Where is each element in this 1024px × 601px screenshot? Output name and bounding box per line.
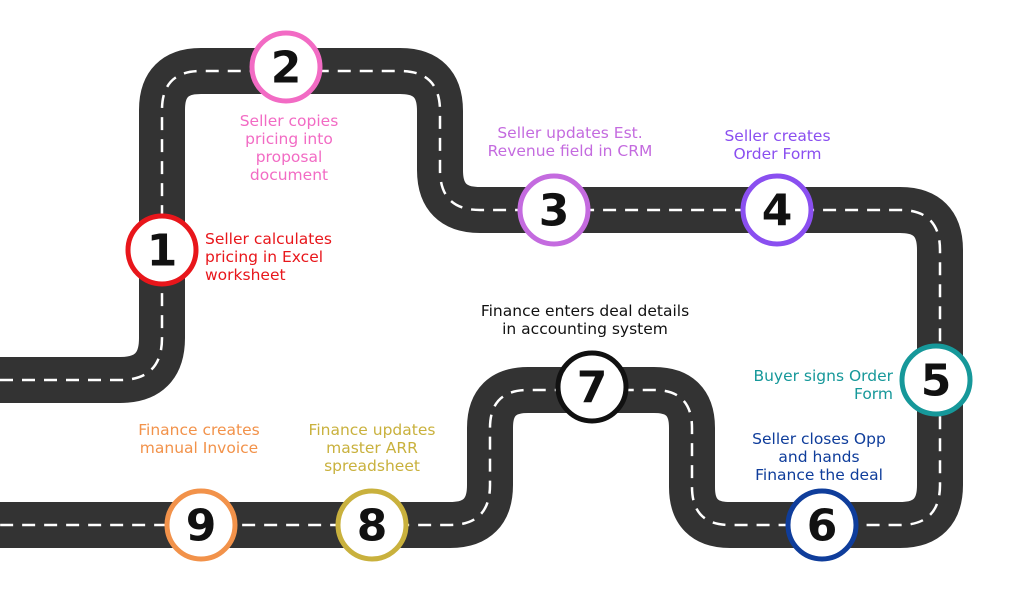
- step-number: 4: [762, 186, 793, 237]
- step-8-label: Finance updates master ARR spreadsheet: [308, 421, 436, 475]
- step-number: 1: [147, 226, 178, 277]
- step-number: 3: [539, 186, 570, 237]
- step-marker-1: 1: [125, 213, 199, 287]
- step-circle: [249, 30, 323, 104]
- step-3-label: Seller updates Est. Revenue field in CRM: [487, 124, 653, 160]
- step-circle: [164, 488, 238, 562]
- step-circle: [785, 488, 859, 562]
- step-circle: [125, 213, 199, 287]
- step-marker-5: 5: [899, 343, 973, 417]
- step-number: 6: [807, 501, 838, 552]
- step-marker-2: 2: [249, 30, 323, 104]
- step-2-label: Seller copies pricing into proposal docu…: [239, 112, 339, 184]
- step-5-label: Buyer signs Order Form: [753, 367, 893, 403]
- step-marker-7: 7: [555, 350, 629, 424]
- step-circle: [335, 488, 409, 562]
- step-number: 8: [357, 501, 388, 552]
- step-circle: [555, 350, 629, 424]
- step-marker-6: 6: [785, 488, 859, 562]
- step-number: 2: [271, 43, 302, 94]
- step-number: 7: [577, 363, 608, 414]
- step-marker-4: 4: [740, 173, 814, 247]
- step-7-label: Finance enters deal details in accountin…: [480, 302, 690, 338]
- step-circle: [517, 173, 591, 247]
- step-1-label: Seller calculates pricing in Excel works…: [205, 230, 332, 284]
- step-number: 9: [186, 501, 217, 552]
- step-marker-8: 8: [335, 488, 409, 562]
- step-marker-3: 3: [517, 173, 591, 247]
- step-number: 5: [921, 356, 952, 407]
- step-6-label: Seller closes Opp and hands Finance the …: [752, 430, 886, 484]
- step-circle: [740, 173, 814, 247]
- step-4-label: Seller creates Order Form: [724, 127, 831, 163]
- step-circle: [899, 343, 973, 417]
- step-9-label: Finance creates manual Invoice: [138, 421, 260, 457]
- step-marker-9: 9: [164, 488, 238, 562]
